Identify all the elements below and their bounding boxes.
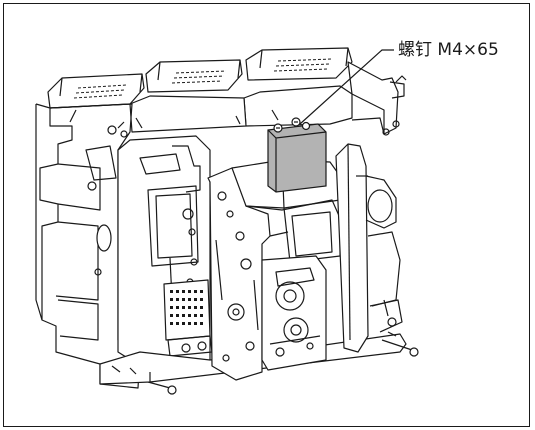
arc-chute-middle — [145, 59, 243, 93]
callout-leader-line — [299, 49, 394, 125]
bottom-screw-right — [381, 331, 419, 357]
operating-mechanism — [261, 255, 327, 371]
highlighted-component — [267, 117, 327, 193]
arc-chute-right — [245, 47, 353, 81]
bottom-screw-left — [147, 381, 177, 395]
callout-label: 螺钉 M4×65 — [398, 40, 499, 60]
screw-m4x65 — [273, 117, 311, 133]
arc-chute-left — [47, 73, 145, 109]
terminal-block — [163, 279, 213, 357]
